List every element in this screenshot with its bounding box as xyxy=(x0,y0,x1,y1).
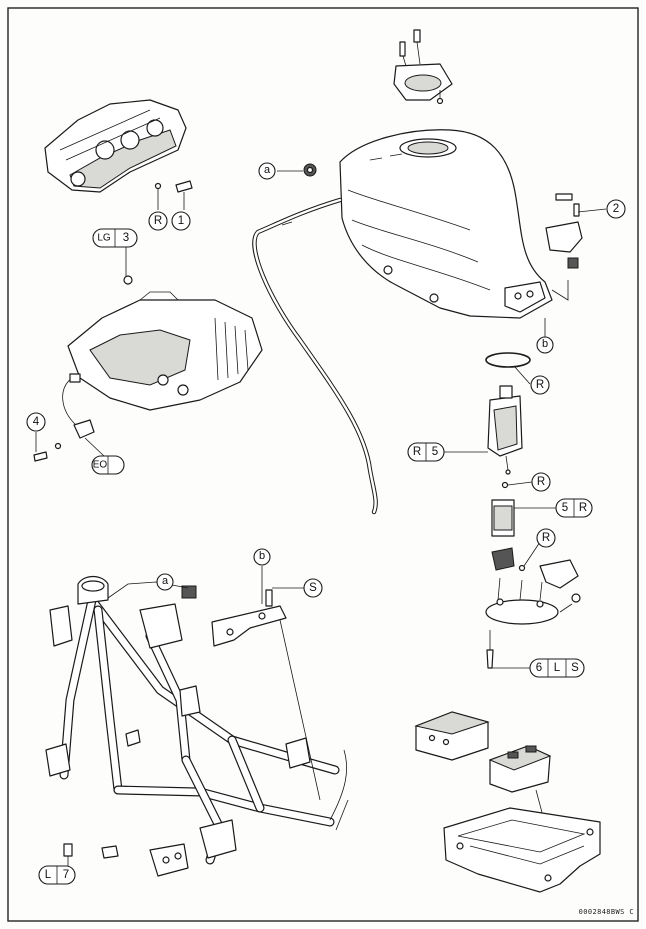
oil-pressure-sensor xyxy=(33,373,105,462)
frame-rubber-damper xyxy=(107,581,197,599)
callout-5-r-num-text: 5 xyxy=(562,502,568,514)
callout-eo-text: EO xyxy=(93,460,108,471)
callout-lg-3: LG 3 xyxy=(92,228,138,276)
callout-6-l-s: 6 L S xyxy=(529,658,585,678)
callout-r-filter-text: R xyxy=(537,476,545,488)
callout-r-5-num-text: 5 xyxy=(432,446,438,458)
callout-2: 2 xyxy=(606,199,626,219)
callout-7-text: 7 xyxy=(63,869,69,881)
callout-eo: EO xyxy=(91,455,125,475)
callout-1: 1 xyxy=(171,211,191,231)
engine-upper-case xyxy=(44,99,187,193)
callout-b-frame-text: b xyxy=(259,550,265,562)
callout-b-tank: b xyxy=(536,318,554,354)
callout-r-oring-text: R xyxy=(536,379,544,391)
callout-r-engine-text: R xyxy=(154,215,162,227)
ecu-box xyxy=(414,711,490,761)
motorcycle-frame xyxy=(45,575,349,865)
battery-tray xyxy=(443,807,601,893)
callout-3-text: 3 xyxy=(123,232,129,244)
callout-5-r-r-text: R xyxy=(579,502,587,514)
callout-1-text: 1 xyxy=(178,215,184,227)
callout-a-tank: a xyxy=(258,162,276,180)
callout-r-regulator: R xyxy=(536,528,556,548)
figure-code: 0002848BWS C xyxy=(579,908,634,916)
page-border xyxy=(7,7,639,922)
pump-o-ring xyxy=(485,352,531,385)
callout-lg-text: LG xyxy=(97,233,111,244)
frame-lower-bolt xyxy=(63,843,189,877)
callout-a-tank-text: a xyxy=(264,164,271,176)
pump-regulator xyxy=(491,541,581,603)
callout-r-regulator-text: R xyxy=(542,532,550,544)
callout-4-text: 4 xyxy=(33,416,40,428)
callout-6-s-text: S xyxy=(571,662,579,674)
callout-4: 4 xyxy=(26,412,46,432)
fuel-tank xyxy=(339,129,553,319)
tank-bracket xyxy=(545,193,607,301)
fuel-filter xyxy=(491,481,558,537)
callout-s-frame: S xyxy=(303,578,323,598)
callout-r-5-r-text: R xyxy=(413,446,421,458)
callout-5-r: 5 R xyxy=(555,498,593,518)
pump-base-plate xyxy=(485,577,573,669)
callout-r-filter: R xyxy=(531,472,551,492)
callout-6-l-text: L xyxy=(554,662,561,674)
fuel-tank-cap-assembly xyxy=(393,29,453,105)
callout-2-text: 2 xyxy=(613,203,619,215)
fuel-pump-body xyxy=(442,385,523,475)
battery-box xyxy=(488,745,552,821)
callout-b-frame: b xyxy=(253,548,271,566)
callout-r-5: R 5 xyxy=(407,442,445,462)
callout-s-frame-text: S xyxy=(309,582,317,594)
callout-a-frame: a xyxy=(156,573,174,591)
callout-l-7: L 7 xyxy=(38,865,76,885)
tank-damper xyxy=(277,163,317,177)
callout-6-text: 6 xyxy=(536,662,542,674)
breather-hose xyxy=(252,197,378,515)
callout-a-frame-text: a xyxy=(162,575,169,587)
callout-b-tank-text: b xyxy=(542,338,548,350)
callout-r-oring: R xyxy=(530,375,550,395)
engine-lower-case xyxy=(67,275,263,411)
callout-r-engine: R xyxy=(148,211,168,231)
frame-bracket xyxy=(211,566,321,801)
engine-upper-bolt xyxy=(154,180,193,210)
callout-l-7-l-text: L xyxy=(45,869,52,881)
